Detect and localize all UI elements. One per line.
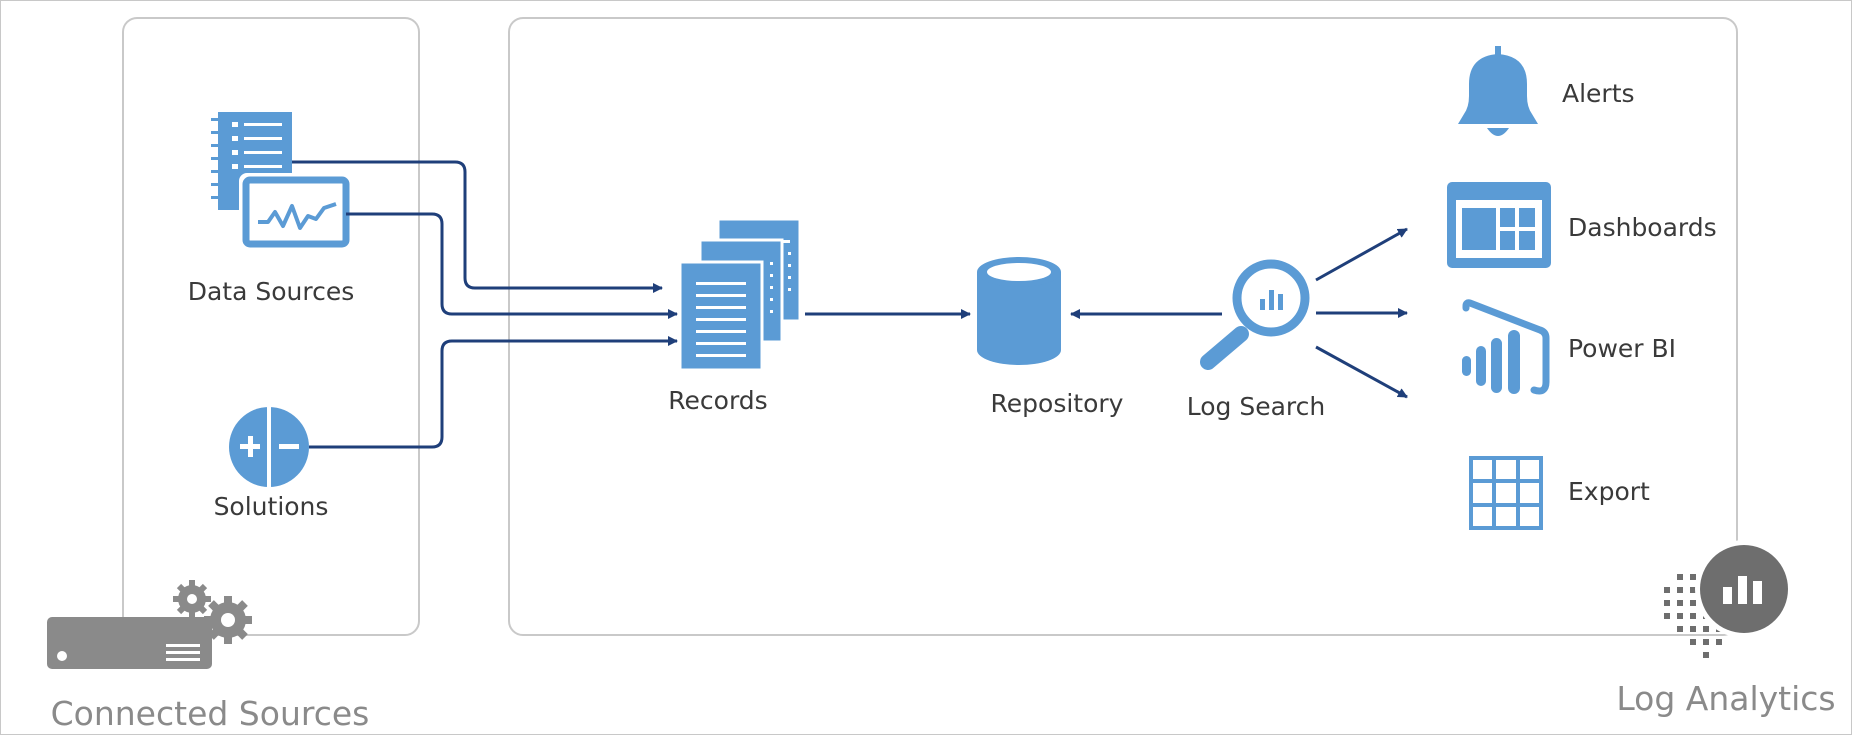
data-sources-label: Data Sources — [188, 277, 355, 306]
arrow-to-dashboards — [1315, 227, 1408, 282]
export-grid-icon — [1469, 456, 1543, 530]
records-icon — [678, 217, 802, 372]
connected-sources-title: Connected Sources — [51, 694, 370, 733]
log-analytics-panel — [508, 17, 1738, 636]
bell-icon — [1458, 46, 1538, 136]
source-to-records-arrows — [292, 160, 678, 449]
log-search-label: Log Search — [1187, 392, 1326, 421]
alerts-label: Alerts — [1562, 79, 1635, 108]
solutions-label: Solutions — [214, 492, 329, 521]
magnifier-chart-icon — [1200, 259, 1310, 370]
logsearch-to-outputs-arrows — [1315, 227, 1408, 399]
dashboards-label: Dashboards — [1568, 213, 1717, 242]
log-analytics-title: Log Analytics — [1616, 679, 1835, 718]
connected-sources-panel — [122, 17, 420, 636]
solutions-icon — [229, 407, 309, 487]
arrow-datasources-top — [292, 160, 663, 293]
export-label: Export — [1568, 477, 1650, 506]
records-label: Records — [668, 386, 767, 415]
arrow-to-export — [1315, 345, 1408, 399]
log-analytics-logo-icon — [1664, 540, 1793, 658]
arrow-solutions — [309, 336, 678, 449]
dashboard-icon — [1447, 182, 1551, 268]
data-sources-icon — [211, 112, 353, 251]
server-gears-icon — [47, 580, 252, 669]
power-bi-icon — [1462, 299, 1550, 395]
repository-label: Repository — [991, 389, 1124, 418]
power-bi-label: Power BI — [1568, 334, 1676, 363]
arrow-datasources-chart — [346, 212, 678, 319]
repository-database-icon — [977, 257, 1061, 365]
